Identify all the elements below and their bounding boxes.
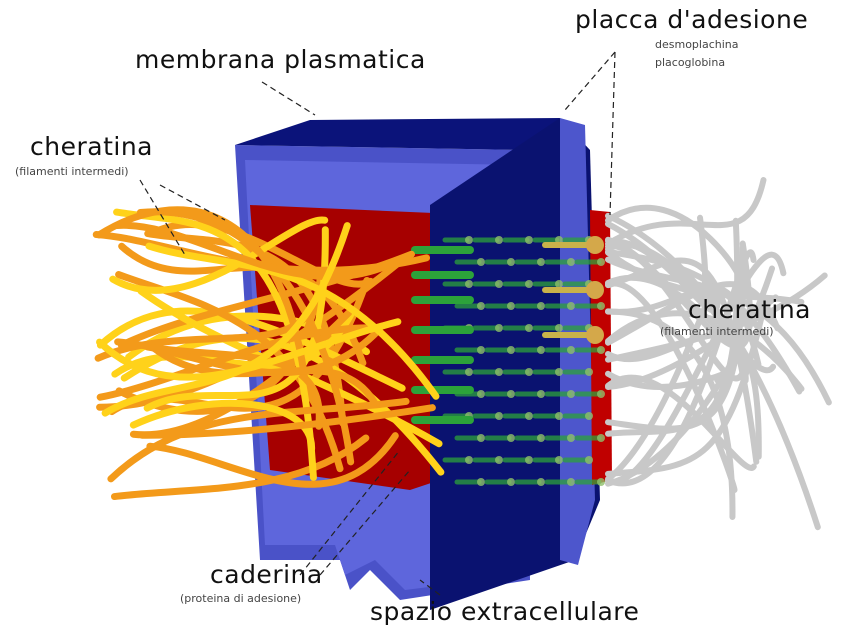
cadherin-knob (586, 326, 604, 344)
cadherin-sublabel: (proteina di adesione) (180, 592, 301, 605)
plasma-membrane-label: membrana plasmatica (135, 45, 426, 74)
keratin-fibers-right (608, 180, 829, 527)
keratin-label: cheratina (30, 132, 153, 161)
keratin-sublabel: (filamenti intermedi) (15, 165, 129, 178)
left-membrane-top (235, 118, 560, 150)
extracellular-label: spazio extracellulare (370, 597, 639, 626)
plaque-label: placca d'adesione (575, 5, 808, 34)
cadherin-knob (586, 236, 604, 254)
keratin-right-label: cheratina (688, 295, 811, 324)
cadherin-knob (586, 281, 604, 299)
cadherin-label: caderina (210, 560, 323, 589)
keratin-right-sublabel: (filamenti intermedi) (660, 325, 774, 338)
plaque-sublabel: desmoplachina placoglobina (655, 36, 739, 72)
